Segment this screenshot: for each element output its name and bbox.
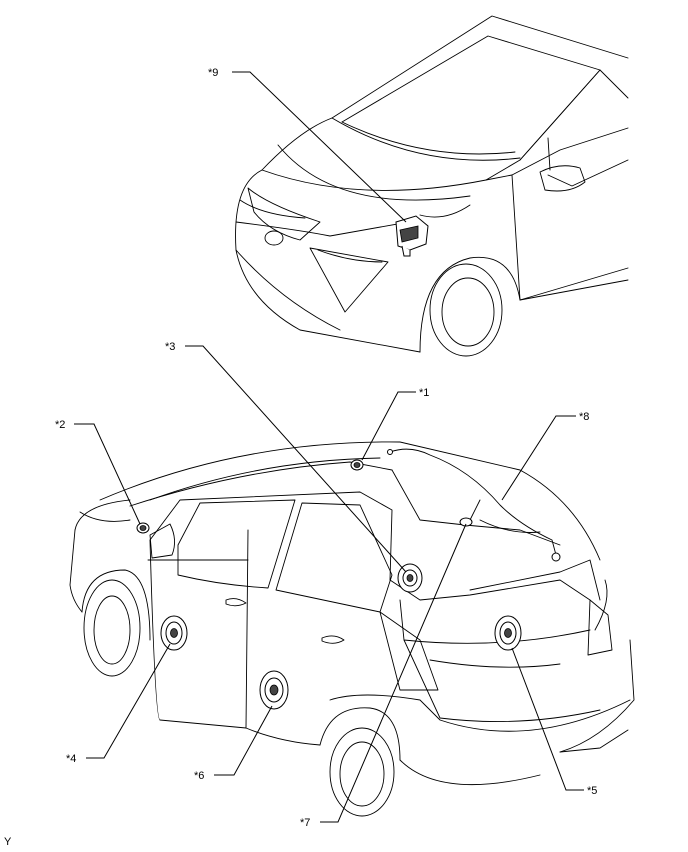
callout-5: *5 (587, 785, 597, 797)
part-6-component (259, 670, 289, 710)
callout-9: *9 (208, 67, 218, 79)
part-2-component (136, 522, 150, 534)
callout-labels: *9 *3 *1 *2 *8 *4 *6 *5 *7 (55, 67, 597, 829)
figure-code: Y (4, 836, 12, 848)
callout-4: *4 (66, 753, 76, 765)
callout-7: *7 (300, 817, 310, 829)
part-3-component (397, 563, 423, 593)
rear-car-illustration (69, 441, 635, 817)
part-5-component (494, 615, 522, 651)
callout-2: *2 (55, 419, 65, 431)
leader-8 (501, 415, 576, 501)
part-8-antenna-cable (387, 448, 561, 562)
leader-7 (320, 523, 467, 823)
callout-1: *1 (419, 387, 429, 399)
part-7-component (459, 499, 481, 527)
part-1-component (350, 459, 364, 471)
part-4-component (160, 615, 188, 651)
leader-1 (361, 391, 416, 461)
leader-2 (74, 423, 141, 525)
leader-5 (511, 647, 584, 791)
leader-4 (86, 643, 171, 759)
leader-6 (214, 705, 273, 776)
front-car-illustration (235, 15, 629, 357)
leader-3 (185, 345, 407, 573)
part-9-component (395, 215, 429, 257)
callout-6: *6 (194, 770, 204, 782)
leader-lines (74, 71, 584, 823)
callout-3: *3 (165, 341, 175, 353)
callout-8: *8 (579, 411, 589, 423)
leader-9 (232, 71, 407, 223)
